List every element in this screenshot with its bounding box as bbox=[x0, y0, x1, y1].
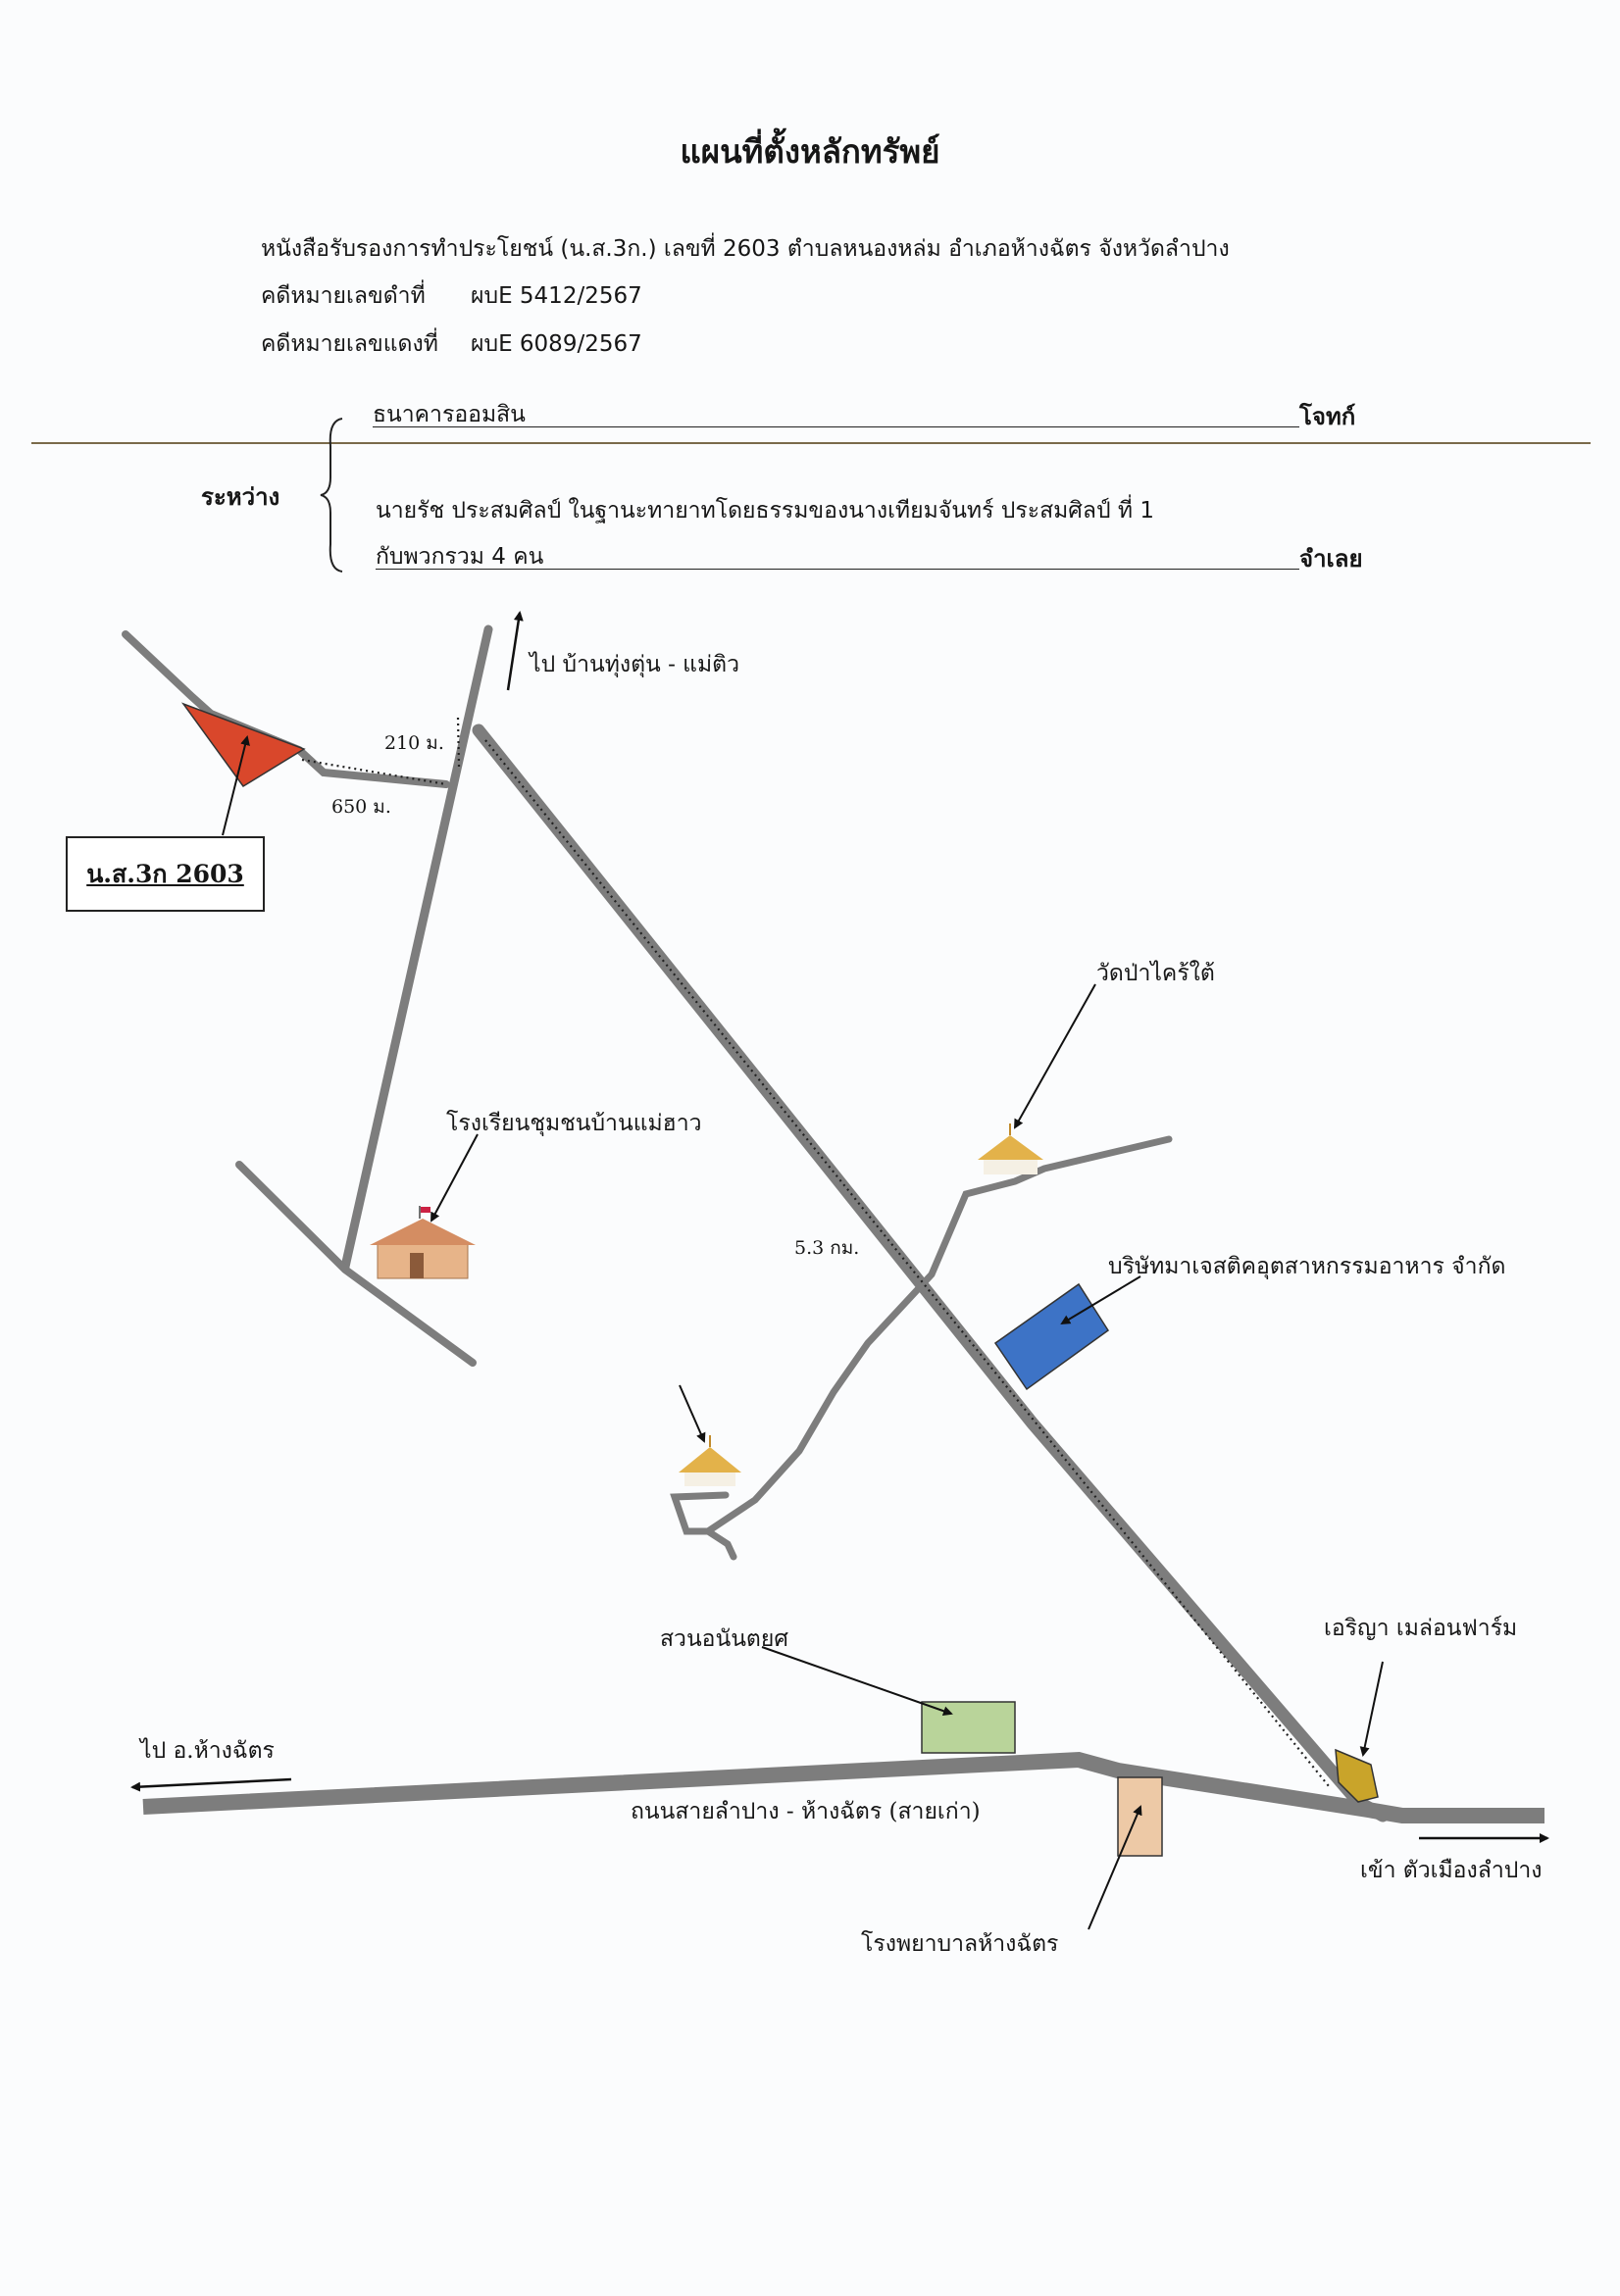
north-destination-label: ไป บ้านทุ่งตุ่น - แม่ติว bbox=[530, 652, 739, 677]
east-destination-label: เข้า ตัวเมืองลำปาง bbox=[1360, 1858, 1543, 1883]
farm-plot bbox=[1335, 1748, 1379, 1803]
west-arrow-icon bbox=[130, 1777, 292, 1792]
hospital-pointer bbox=[1088, 1805, 1142, 1930]
road-temple-detour bbox=[670, 1491, 730, 1535]
defendant-line-2-wrap: กับพวกรวม 4 คน bbox=[376, 539, 1299, 570]
park-label: สวนอนันตยศ bbox=[660, 1626, 788, 1652]
company-pointer bbox=[1060, 1275, 1141, 1325]
company-label: บริษัทมาเจสติคอุตสาหกรรมอาหาร จำกัด bbox=[1108, 1254, 1506, 1279]
west-destination-label: ไป อ.ห้างฉัตร bbox=[140, 1738, 275, 1764]
park-area bbox=[921, 1701, 1016, 1754]
road-temple bbox=[701, 1135, 1173, 1561]
farm-pointer bbox=[1359, 1661, 1384, 1757]
plaintiff-role: โจทก์ bbox=[1299, 403, 1356, 430]
hospital-label: โรงพยาบาลห้างฉัตร bbox=[861, 1931, 1059, 1957]
temple-pointer bbox=[1014, 983, 1096, 1129]
defendant-line-1: นายรัช ประสมศิลป์ ในฐานะทายาทโดยธรรมของน… bbox=[376, 498, 1154, 524]
main-road-label: ถนนสายลำปาง - ห้างฉัตร (สายเก่า) bbox=[631, 1799, 981, 1824]
parcel-badge: น.ส.3ก 2603 bbox=[66, 836, 265, 912]
farm-label: เอริญา เมล่อนฟาร์ม bbox=[1324, 1616, 1518, 1641]
company-building bbox=[993, 1282, 1110, 1391]
plaintiff-name: ธนาคารออมสิน bbox=[373, 402, 526, 427]
parcel-polygon bbox=[180, 702, 306, 788]
distance-210m: 210 ม. bbox=[384, 732, 444, 754]
between-label: ระหว่าง bbox=[201, 483, 280, 511]
deed-line: หนังสือรับรองการทำประโยชน์ (น.ส.3ก.) เลข… bbox=[261, 236, 1230, 262]
distance-650m: 650 ม. bbox=[331, 796, 391, 818]
black-case-label: คดีหมายเลขดำที่ bbox=[261, 283, 426, 309]
road-north-south bbox=[340, 624, 493, 1272]
road-network bbox=[122, 624, 1544, 1823]
school-pointer bbox=[430, 1133, 479, 1223]
parcel-pointer bbox=[222, 735, 250, 836]
distance-markers bbox=[301, 717, 1330, 1787]
plaintiff-line: ธนาคารออมสิน bbox=[373, 397, 1299, 427]
divider-line bbox=[31, 442, 1591, 444]
black-case-number: ผบE 5412/2567 bbox=[471, 283, 642, 309]
temple-label: วัดป่าไคร้ใต้ bbox=[1096, 961, 1215, 986]
distance-5-3km: 5.3 กม. bbox=[794, 1237, 860, 1259]
school-label: โรงเรียนชุมชนบ้านแม่ฮาว bbox=[446, 1111, 702, 1136]
lower-temple-icon bbox=[679, 1435, 741, 1486]
temple-icon bbox=[978, 1123, 1043, 1174]
main-highway bbox=[142, 1751, 1544, 1823]
road-school-branch bbox=[235, 1161, 477, 1367]
school-icon bbox=[370, 1206, 476, 1279]
defendant-line-2: กับพวกรวม 4 คน bbox=[376, 544, 544, 570]
road-northwest bbox=[122, 630, 450, 788]
defendant-role: จำเลย bbox=[1299, 545, 1363, 573]
lower-temple-pointer bbox=[679, 1384, 706, 1443]
red-case-label: คดีหมายเลขแดงที่ bbox=[261, 331, 438, 357]
page-title: แผนที่ตั้งหลักทรัพย์ bbox=[680, 132, 940, 171]
red-case-number: ผบE 6089/2567 bbox=[471, 331, 642, 357]
park-pointer bbox=[761, 1646, 953, 1717]
brace-icon bbox=[320, 418, 343, 573]
north-arrow-icon bbox=[506, 611, 524, 691]
